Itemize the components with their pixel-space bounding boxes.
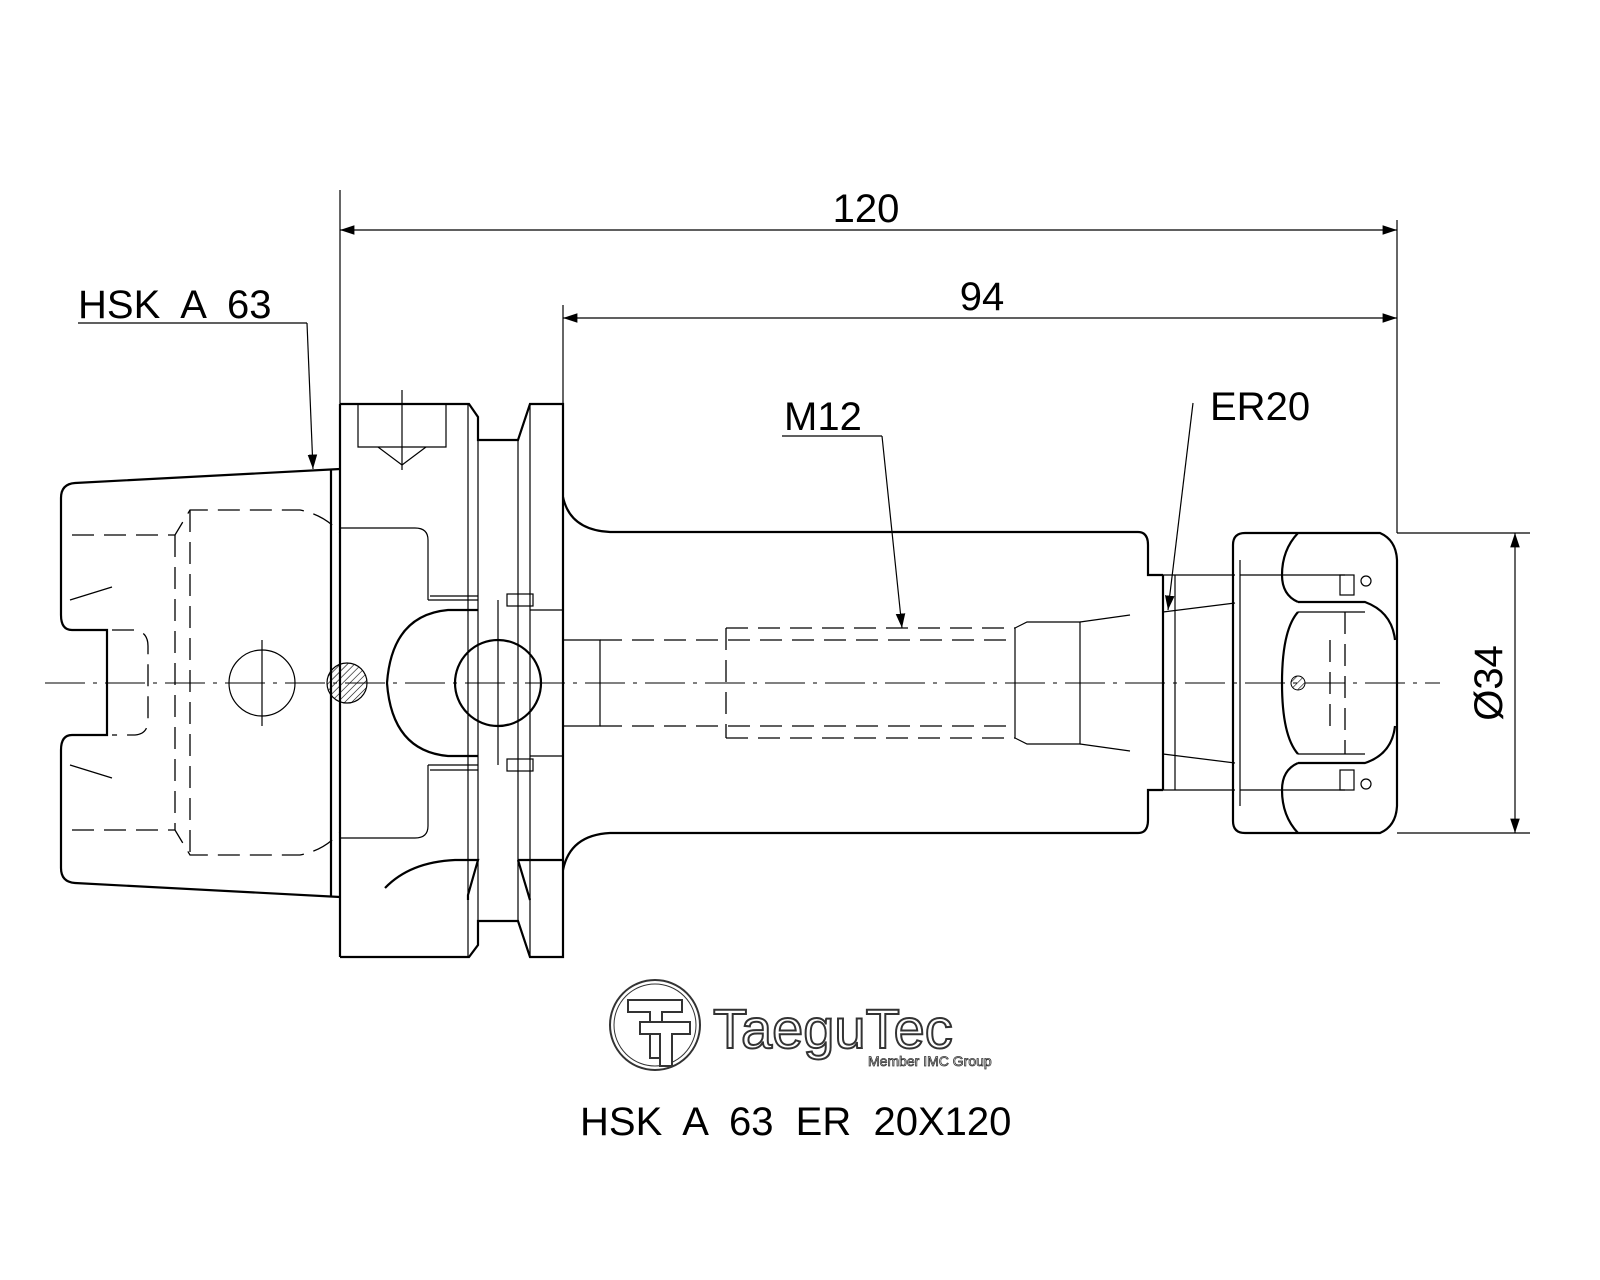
label-hsk: HSK A 63 (78, 283, 271, 327)
collet-thread (1161, 574, 1236, 791)
flange (338, 390, 565, 959)
clamping-nut (1231, 531, 1399, 835)
label-thread: M12 (784, 395, 862, 439)
taegutec-logo-icon (609, 979, 701, 1071)
logo-wordmark: TaeguTec (713, 997, 953, 1060)
taegutec-logo: TaeguTec Member IMC Group (609, 979, 992, 1071)
logo-tagline: Member IMC Group (868, 1053, 992, 1069)
dimension-lines (78, 190, 1530, 834)
dim-nut-diameter: Ø34 (1467, 645, 1511, 721)
label-collet: ER20 (1210, 385, 1310, 429)
hsk-shank (59, 467, 368, 899)
dim-gauge-length: 94 (960, 275, 1005, 319)
drawing-title: HSK A 63 ER 20X120 (580, 1100, 1011, 1144)
dim-overall-length: 120 (833, 187, 900, 231)
hatched-pin (326, 662, 368, 704)
body (561, 496, 1163, 871)
